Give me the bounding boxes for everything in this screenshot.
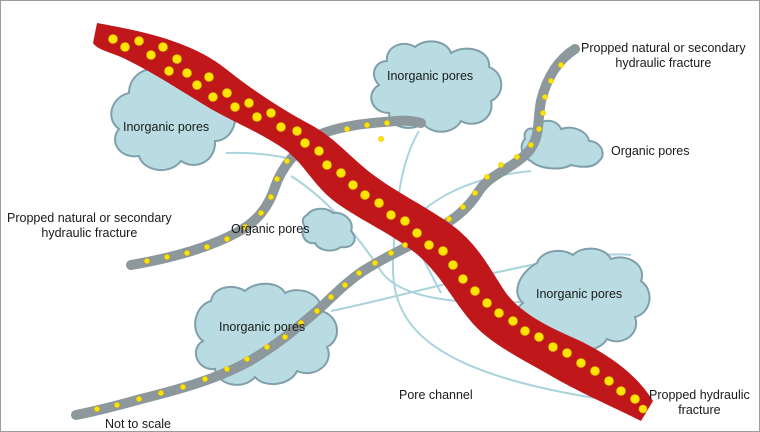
label-not-to-scale: Not to scale: [105, 417, 172, 431]
label-inorganic-pores-bottom-left: Inorganic pores: [219, 320, 306, 334]
label-line: fracture: [678, 403, 721, 417]
secondary-fractures: [71, 44, 580, 420]
pore-clouds: [110, 40, 651, 386]
organic-pores-shape-center: [301, 207, 356, 252]
label-organic-pores-right: Organic pores: [611, 144, 690, 158]
label-organic-pores-center: Organic pores: [231, 222, 310, 236]
label-inorganic-pores-bottom-right: Inorganic pores: [536, 287, 623, 301]
inorganic-pores-cloud-bottom-left: [194, 282, 338, 386]
label-propped-natural-fracture-right: Propped natural or secondary hydraulic f…: [581, 41, 746, 71]
label-propped-natural-fracture-left: Propped natural or secondary hydraulic f…: [7, 211, 172, 241]
label-line: Propped hydraulic: [649, 388, 750, 402]
label-inorganic-pores-top-left: Inorganic pores: [123, 120, 210, 134]
inorganic-pores-cloud-top-center: [370, 40, 503, 133]
label-line: hydraulic fracture: [41, 226, 138, 240]
label-line: hydraulic fracture: [615, 56, 712, 70]
pore-channel-line: [391, 130, 602, 400]
propped-natural-fracture-right: [71, 44, 580, 420]
propped-hydraulic-fracture: [93, 23, 653, 421]
label-line: Propped natural or secondary: [581, 41, 746, 55]
proppant-particles: [94, 34, 648, 414]
label-pore-channel: Pore channel: [399, 388, 473, 402]
label-propped-hydraulic-fracture: Propped hydraulic fracture: [649, 388, 750, 418]
propped-natural-fracture-left: [126, 115, 426, 270]
label-inorganic-pores-top-center: Inorganic pores: [387, 69, 474, 83]
label-line: Propped natural or secondary: [7, 211, 172, 225]
